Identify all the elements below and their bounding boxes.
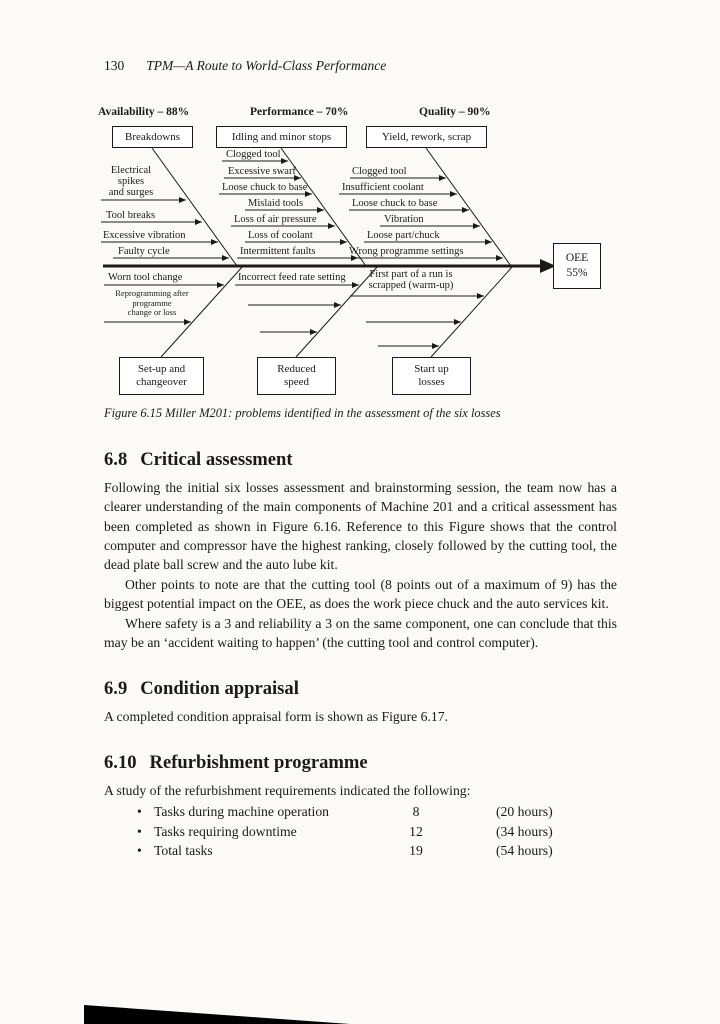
page-number: 130 [104, 58, 125, 73]
section-title: Critical assessment [140, 449, 293, 471]
scan-artifact-wedge [84, 1005, 350, 1024]
section-number: 6.10 [104, 752, 137, 774]
label-mislaid-tools: Mislaid tools [248, 198, 304, 209]
paragraph: Following the initial six losses assessm… [104, 479, 617, 573]
task-count: 19 [409, 842, 423, 858]
section-number: 6.8 [104, 449, 128, 471]
section-title: Refurbishment programme [149, 752, 368, 774]
paragraph: Other points to note are that the cuttin… [104, 576, 617, 612]
box-yield-rework-scrap: Yield, rework, scrap [366, 126, 487, 148]
box-oee: OEE 55% [553, 243, 601, 289]
box-startup-losses: Start up losses [392, 357, 471, 395]
oee-label: OEE [565, 252, 589, 264]
label-worn-tool-change: Worn tool change [108, 272, 183, 283]
paragraph: Where safety is a 3 and reliability a 3 … [104, 615, 617, 651]
task-label: Tasks during machine operation [154, 804, 330, 820]
label-faulty-cycle: Faulty cycle [118, 246, 170, 257]
heading-critical-assessment: 6.8 Critical assessment [104, 450, 617, 469]
label-loss-of-coolant: Loss of coolant [248, 230, 313, 241]
box-setup-changeover: Set-up and changeover [119, 357, 204, 395]
list-item: Tasks requiring downtime 12 (34 hours) [137, 822, 617, 841]
bullet-icon [137, 822, 154, 841]
category-performance: Performance – 70% [250, 106, 349, 118]
fishbone-lines-graphic [101, 147, 556, 358]
box-idling-minor-stops: Idling and minor stops [216, 126, 347, 148]
body-text-column: Figure 6.15 Miller M201: problems identi… [104, 404, 617, 860]
label-electrical-spikes: Electrical spikes and surges [108, 165, 154, 198]
label-insufficient-coolant: Insufficient coolant [342, 182, 424, 193]
section-number: 6.9 [104, 678, 128, 700]
oee-value: 55% [566, 267, 588, 279]
label-incorrect-feed-rate: Incorrect feed rate setting [238, 272, 346, 283]
label-reprogramming: Reprogramming after programme change or … [115, 288, 189, 317]
list-item: Tasks during machine operation 8 (20 hou… [137, 802, 617, 821]
heading-condition-appraisal: 6.9 Condition appraisal [104, 679, 617, 698]
bullet-icon [137, 841, 154, 860]
task-list: Tasks during machine operation 8 (20 hou… [104, 802, 617, 860]
running-title: TPM—A Route to World-Class Performance [146, 58, 387, 73]
label-wrong-programme-settings: Wrong programme settings [349, 246, 464, 257]
paragraph: A completed condition appraisal form is … [104, 708, 449, 724]
section-title: Condition appraisal [140, 678, 299, 700]
label-first-part-scrapped: First part of a run is scrapped (warm-up… [368, 269, 454, 291]
label-excessive-vibration: Excessive vibration [103, 230, 186, 241]
category-quality: Quality – 90% [419, 106, 491, 118]
figure-caption: Figure 6.15 Miller M201: problems identi… [104, 406, 501, 420]
label-loose-chuck-mid: Loose chuck to base [222, 182, 308, 193]
box-breakdowns: Breakdowns [112, 126, 193, 148]
task-count: 8 [412, 804, 420, 820]
label-loose-chuck-right: Loose chuck to base [352, 198, 438, 209]
label-clogged-tool-mid: Clogged tool [226, 149, 281, 160]
paragraph: A study of the refurbishment requirement… [104, 782, 471, 798]
label-loss-air-pressure: Loss of air pressure [234, 214, 317, 225]
task-label: Total tasks [154, 842, 213, 858]
label-excessive-swarf: Excessive swarf [228, 166, 296, 177]
task-hours: (20 hours) [496, 804, 553, 820]
category-availability: Availability – 88% [98, 106, 190, 118]
fishbone-diagram: Availability – 88% Performance – 70% Qua… [0, 100, 720, 410]
task-label: Tasks requiring downtime [154, 823, 297, 839]
label-tool-breaks: Tool breaks [106, 210, 156, 221]
task-hours: (54 hours) [496, 842, 553, 858]
task-hours: (34 hours) [496, 823, 553, 839]
task-count: 12 [409, 823, 423, 839]
running-header: 130 TPM—A Route to World-Class Performanc… [104, 58, 386, 74]
label-vibration: Vibration [384, 214, 424, 225]
label-clogged-tool-right: Clogged tool [352, 166, 407, 177]
list-item: Total tasks 19 (54 hours) [137, 841, 617, 860]
box-reduced-speed: Reduced speed [257, 357, 336, 395]
label-intermittent-faults: Intermittent faults [240, 246, 316, 257]
label-loose-part-chuck: Loose part/chuck [367, 230, 440, 241]
heading-refurbishment-programme: 6.10 Refurbishment programme [104, 753, 617, 772]
bullet-icon [137, 802, 154, 821]
spine-arrowhead [540, 259, 556, 273]
